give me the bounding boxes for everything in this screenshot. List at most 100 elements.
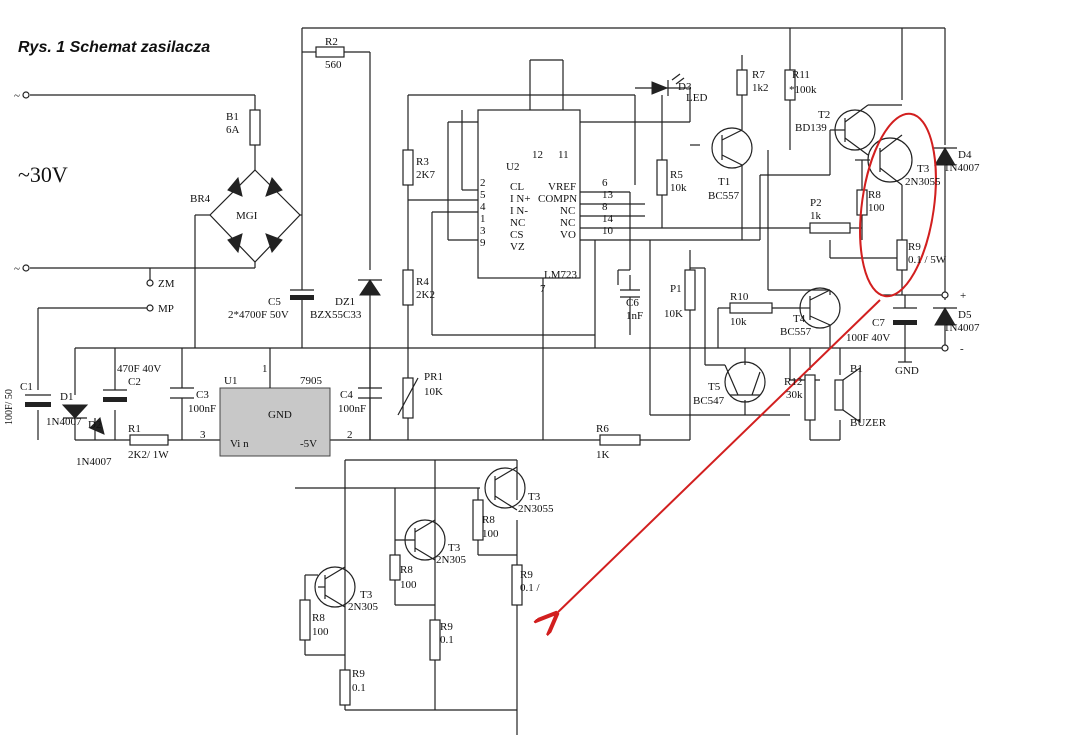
svg-text:VREF: VREF: [548, 181, 576, 193]
buzzer-b1: [834, 379, 844, 411]
output-plus-terminal: [941, 291, 949, 299]
svg-text:R12: R12: [784, 376, 802, 388]
svg-text:10K: 10K: [424, 386, 443, 398]
trimmer-pr1: [402, 377, 414, 419]
svg-text:1k: 1k: [810, 210, 822, 222]
svg-text:2*4700F 50V: 2*4700F 50V: [228, 309, 289, 321]
svg-text:D4: D4: [958, 149, 972, 161]
svg-text:30k: 30k: [786, 389, 803, 401]
svg-text:T3: T3: [528, 491, 541, 503]
svg-text:BD139: BD139: [795, 122, 827, 134]
svg-text:10k: 10k: [670, 182, 687, 194]
svg-text:COMPN: COMPN: [538, 193, 577, 205]
svg-text:11: 11: [558, 149, 569, 161]
minus-label: -: [960, 343, 964, 355]
ic-u1-body: [219, 387, 331, 457]
svg-text:6A: 6A: [226, 124, 240, 136]
switch-zm: [146, 279, 154, 287]
ac-bottom-label: ~: [14, 263, 20, 275]
svg-text:2N305: 2N305: [436, 554, 466, 566]
svg-text:-5V: -5V: [300, 438, 317, 450]
svg-text:100: 100: [312, 626, 329, 638]
diode-d2: [89, 417, 105, 435]
svg-text:0.1 /: 0.1 /: [520, 582, 541, 594]
gnd-label: GND: [895, 365, 919, 377]
potentiometer-p2: [809, 222, 851, 234]
svg-text:PR1: PR1: [424, 371, 443, 383]
svg-text:10K: 10K: [664, 308, 683, 320]
ac-terminal-top: [22, 91, 30, 99]
svg-text:C4: C4: [340, 389, 353, 401]
svg-text:6: 6: [602, 177, 608, 189]
labels: Rys. 1 Schemat zasilacza ~30V ~ ~ ZM MP …: [4, 36, 980, 694]
mp-label: MP: [158, 303, 174, 315]
svg-text:9: 9: [480, 237, 486, 249]
svg-text:2K2/ 1W: 2K2/ 1W: [128, 449, 169, 461]
svg-text:BZX55C33: BZX55C33: [310, 309, 362, 321]
resistor-r7: [736, 69, 748, 96]
svg-text:P1: P1: [670, 283, 682, 295]
svg-text:1N4007: 1N4007: [944, 162, 980, 174]
svg-text:C1: C1: [20, 381, 33, 393]
svg-text:100F/ 50: 100F/ 50: [4, 389, 15, 425]
svg-text:NC: NC: [560, 217, 575, 229]
svg-text:2N3055: 2N3055: [905, 176, 941, 188]
svg-text:7905: 7905: [300, 375, 323, 387]
svg-text:R9: R9: [440, 621, 453, 633]
svg-text:R7: R7: [752, 69, 765, 81]
svg-text:R9: R9: [908, 241, 921, 253]
svg-text:LM723: LM723: [544, 269, 578, 281]
svg-text:D3: D3: [678, 81, 692, 93]
svg-text:D2: D2: [88, 419, 101, 431]
svg-text:13: 13: [602, 189, 614, 201]
svg-text:R5: R5: [670, 169, 683, 181]
svg-text:C3: C3: [196, 389, 209, 401]
svg-text:1N4007: 1N4007: [46, 416, 82, 428]
svg-text:R9: R9: [520, 569, 533, 581]
capacitor-c1: [25, 402, 51, 407]
potentiometer-p1: [684, 269, 696, 311]
svg-text:NC: NC: [510, 217, 525, 229]
svg-text:C5: C5: [268, 296, 281, 308]
svg-text:*100k: *100k: [789, 84, 817, 96]
resistor-r12: [804, 374, 816, 421]
svg-text:U1: U1: [224, 375, 237, 387]
svg-text:2: 2: [347, 429, 353, 441]
svg-text:1k2: 1k2: [752, 82, 769, 94]
svg-text:T3: T3: [448, 542, 461, 554]
svg-text:560: 560: [325, 59, 342, 71]
svg-text:D5: D5: [958, 309, 972, 321]
svg-text:1N4007: 1N4007: [76, 456, 112, 468]
svg-text:3: 3: [200, 429, 206, 441]
svg-text:I N+: I N+: [510, 193, 531, 205]
resistor-r1: [129, 434, 169, 446]
resistor-r9: [896, 239, 908, 271]
supply-voltage-label: ~30V: [18, 162, 68, 187]
svg-text:R9: R9: [352, 668, 365, 680]
detail-resistor-r8-b: [389, 554, 401, 581]
svg-text:0.1: 0.1: [352, 682, 366, 694]
svg-text:3: 3: [480, 225, 486, 237]
svg-text:T3: T3: [917, 163, 930, 175]
svg-text:T3: T3: [360, 589, 373, 601]
svg-text:I N-: I N-: [510, 205, 528, 217]
detail-transistor-t3-c: [314, 566, 356, 608]
svg-text:470F 40V: 470F 40V: [117, 363, 161, 375]
svg-text:LED: LED: [686, 92, 707, 104]
capacitor-c2: [103, 397, 127, 402]
svg-text:R3: R3: [416, 156, 429, 168]
svg-text:MGI: MGI: [236, 210, 258, 222]
transistor-t3: [867, 137, 913, 183]
svg-text:T5: T5: [708, 381, 721, 393]
svg-text:DZ1: DZ1: [335, 296, 355, 308]
output-minus-terminal: [941, 344, 949, 352]
svg-text:100F 40V: 100F 40V: [846, 332, 890, 344]
resistor-r2: [315, 46, 345, 58]
svg-text:100nF: 100nF: [188, 403, 216, 415]
svg-text:B1: B1: [226, 111, 239, 123]
transistor-t5: [724, 361, 766, 403]
svg-text:C7: C7: [872, 317, 885, 329]
detail-transistor-t3-a: [484, 467, 526, 509]
svg-text:R1: R1: [128, 423, 141, 435]
